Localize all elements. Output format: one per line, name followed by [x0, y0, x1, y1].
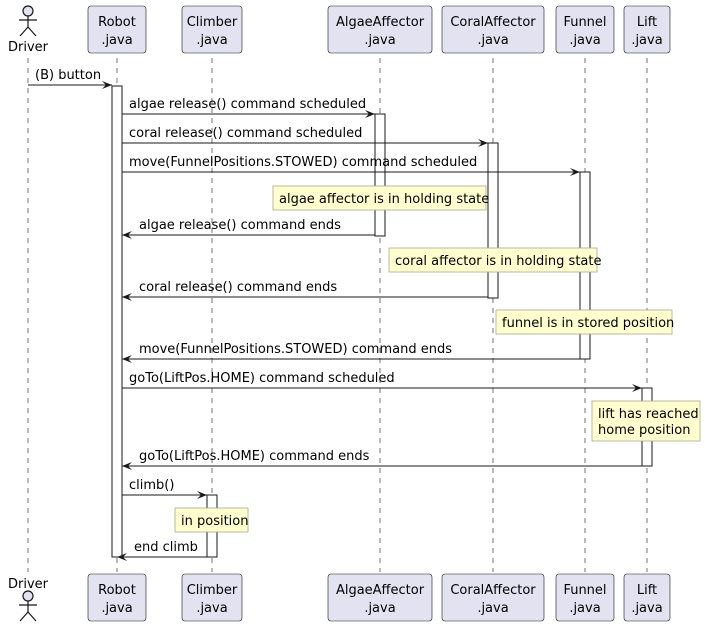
participant-box-coral-bottom [441, 573, 545, 622]
note-box-lift [591, 400, 701, 442]
participant-label-driver-top: Driver [8, 40, 49, 55]
note-text-algae: algae affector is in holding state [279, 192, 489, 207]
message-label-6: move(FunnelPositions.STOWED) command end… [139, 342, 452, 357]
participant-box-funnel-bottom [555, 573, 615, 622]
participant-label-robot-top: Robot [98, 15, 136, 30]
actor-leg-right [27, 26, 37, 37]
message-label-2: coral release() command scheduled [129, 126, 362, 141]
message-label-0: (B) button [35, 68, 101, 83]
participant-label-coral-bottom: .java [477, 601, 508, 616]
participant-label-lift-bottom: Lift [637, 583, 657, 598]
actor-leg-left [19, 26, 29, 37]
participant-label-algae-top: .java [364, 33, 395, 48]
participant-label-funnel-bottom: Funnel [563, 583, 606, 598]
actor-icon-top [19, 5, 37, 37]
participant-box-funnel-top [555, 5, 615, 54]
participant-label-algae-top: AlgaeAffector [336, 15, 425, 30]
participant-label-coral-top: CoralAffector [450, 15, 536, 30]
participant-label-lift-top: Lift [637, 15, 657, 30]
note-box-algae [272, 185, 487, 211]
arrowhead-8 [122, 462, 132, 470]
participant-label-lift-bottom: .java [631, 601, 662, 616]
actor-head [22, 590, 34, 602]
actor-leg-right [27, 611, 37, 622]
participant-label-algae-bottom: AlgaeAffector [336, 583, 425, 598]
participant-box-algae-bottom [327, 573, 433, 622]
participant-label-climber-bottom: Climber [187, 583, 238, 598]
note-text-lift: home position [598, 423, 690, 438]
participant-label-algae-bottom: .java [364, 601, 395, 616]
message-label-4: algae release() command ends [139, 218, 341, 233]
note-box-coral [388, 247, 598, 273]
message-label-1: algae release() command scheduled [129, 97, 366, 112]
arrowhead-7 [632, 384, 642, 392]
participant-label-funnel-top: .java [569, 33, 600, 48]
message-label-7: goTo(LiftPos.HOME) command scheduled [129, 371, 395, 386]
note-box-climber [174, 507, 249, 533]
arrowhead-6 [122, 355, 132, 363]
arrowhead-4 [122, 231, 132, 239]
participant-label-lift-top: .java [631, 33, 662, 48]
participant-box-lift-bottom [623, 573, 671, 622]
arrowhead-3 [570, 168, 580, 176]
participant-box-climber-bottom [181, 573, 243, 622]
participant-label-funnel-top: Funnel [563, 15, 606, 30]
participant-box-lift-top [623, 5, 671, 54]
note-text-climber: in position [181, 514, 248, 529]
note-text-lift: lift has reached [598, 407, 699, 422]
participant-label-robot-top: .java [101, 33, 132, 48]
participant-label-coral-bottom: CoralAffector [450, 583, 536, 598]
participant-label-coral-top: .java [477, 33, 508, 48]
arrowhead-1 [365, 110, 375, 118]
participant-label-climber-bottom: .java [196, 601, 227, 616]
arrowhead-0 [102, 81, 112, 89]
message-label-3: move(FunnelPositions.STOWED) command sch… [129, 155, 477, 170]
participant-box-climber-top [181, 5, 243, 54]
message-label-9: climb() [129, 478, 174, 493]
actor-leg-left [19, 611, 29, 622]
arrowhead-2 [478, 139, 488, 147]
actor-head [22, 5, 34, 17]
participant-box-coral-top [441, 5, 545, 54]
arrowhead-9 [197, 491, 207, 499]
participant-label-driver-bottom: Driver [8, 577, 49, 592]
actor-icon-bottom [19, 590, 37, 622]
participant-label-funnel-bottom: .java [569, 601, 600, 616]
note-text-coral: coral affector is in holding state [395, 254, 601, 269]
arrowhead-10 [117, 553, 127, 561]
message-label-8: goTo(LiftPos.HOME) command ends [139, 449, 370, 464]
participant-label-climber-top: Climber [187, 15, 238, 30]
participant-box-algae-top [327, 5, 433, 54]
participant-label-robot-bottom: Robot [98, 583, 136, 598]
participant-label-climber-top: .java [196, 33, 227, 48]
participant-box-robot-bottom [87, 573, 147, 622]
activation-coral [487, 142, 499, 299]
message-label-5: coral release() command ends [139, 280, 337, 295]
note-box-funnel [495, 309, 673, 335]
note-text-funnel: funnel is in stored position [502, 316, 674, 331]
activation-algae [374, 113, 386, 237]
message-label-10: end climb [134, 540, 198, 555]
participant-label-robot-bottom: .java [101, 601, 132, 616]
arrowhead-5 [122, 293, 132, 301]
activation-robot [111, 85, 123, 558]
participant-box-robot-top [87, 5, 147, 54]
